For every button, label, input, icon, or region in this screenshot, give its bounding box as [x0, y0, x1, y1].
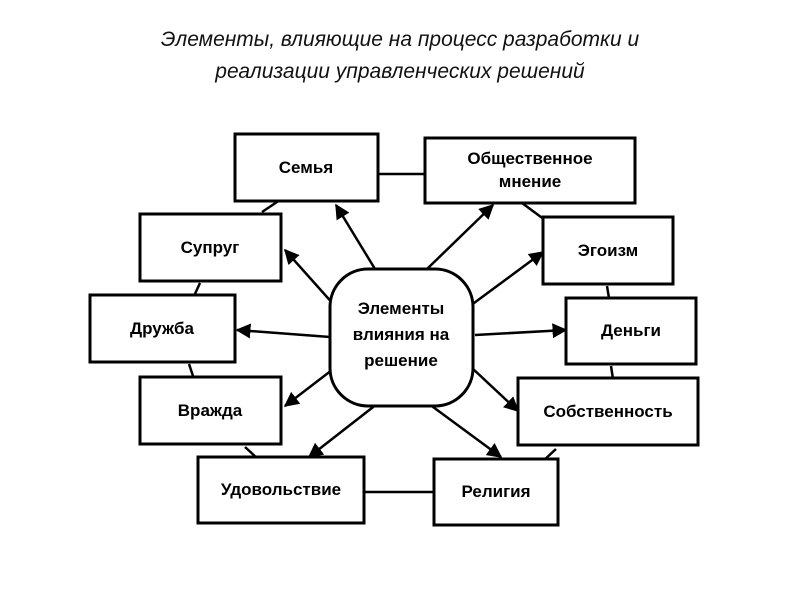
arrow-to-money [474, 323, 568, 339]
arrow-to-property [471, 367, 520, 413]
node-friendship: Дружба [88, 293, 237, 364]
node-friendship-label: Дружба [130, 319, 194, 338]
node-egoism-label: Эгоизм [578, 241, 638, 260]
influence-arrows [235, 203, 568, 459]
node-egoism: Эгоизм [541, 215, 675, 286]
node-opinion-label-1: Общественное [467, 149, 592, 168]
center-node: Элементы влияния на решение [328, 267, 475, 408]
arrow-to-spouse [284, 248, 336, 307]
node-money: Деньги [564, 296, 698, 366]
node-enmity: Вражда [138, 375, 283, 446]
title-line-2: реализации управленческих решений [215, 60, 585, 83]
node-religion: Религия [432, 457, 560, 527]
node-pleasure: Удовольствие [196, 455, 366, 525]
node-pleasure-label: Удовольствие [221, 480, 341, 499]
arrow-to-friendship [235, 323, 331, 339]
arrow-to-egoism [469, 250, 545, 308]
center-line-1: Элементы [358, 299, 445, 318]
title-line-1: Элементы, влияющие на процесс разработки… [160, 28, 640, 51]
node-money-label: Деньги [601, 321, 661, 340]
node-property-label: Собственность [543, 402, 672, 421]
node-enmity-label: Вражда [178, 401, 243, 420]
node-family: Семья [233, 132, 380, 203]
node-public-opinion: Общественное мнение [423, 136, 637, 205]
arrow-to-family [334, 203, 377, 270]
arrow-to-pleasure [307, 403, 378, 458]
arrow-to-enmity [283, 369, 333, 407]
node-spouse: Супруг [138, 212, 283, 283]
node-property: Собственность [516, 376, 700, 447]
arrow-to-opinion [426, 203, 495, 270]
node-family-label: Семья [279, 158, 333, 177]
node-spouse-label: Супруг [181, 238, 240, 257]
center-line-3: решение [364, 351, 438, 370]
center-line-2: влияния на [353, 325, 450, 344]
node-opinion-label-2: мнение [499, 172, 561, 191]
arrow-to-religion [428, 402, 503, 459]
slide-title: Элементы, влияющие на процесс разработки… [0, 24, 800, 88]
node-religion-label: Религия [461, 482, 530, 501]
